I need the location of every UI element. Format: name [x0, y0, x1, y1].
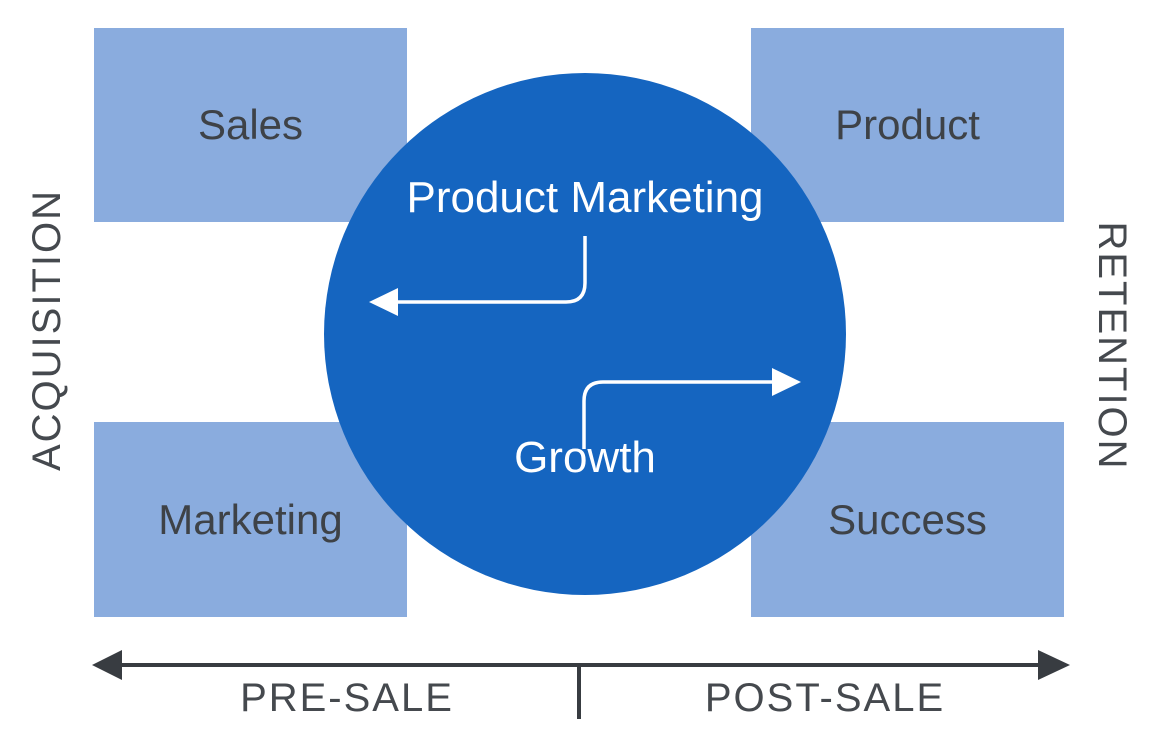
- axis-left-arrowhead-icon: [92, 650, 122, 680]
- retention-axis-label: RETENTION: [1090, 221, 1134, 471]
- acquisition-axis-label: ACQUISITION: [25, 188, 69, 472]
- axis-right-arrowhead-icon: [1038, 650, 1070, 680]
- quadrant-product: Product: [751, 28, 1064, 222]
- quadrant-marketing-label: Marketing: [158, 495, 343, 543]
- quadrant-sales: Sales: [94, 28, 407, 222]
- growth-circle: [324, 73, 846, 595]
- quadrant-product-label: Product: [835, 101, 980, 148]
- quadrant-sales-label: Sales: [197, 101, 304, 148]
- post-sale-axis-label: POST-SALE: [704, 676, 946, 720]
- quadrant-success-label: Success: [828, 495, 987, 543]
- circle-label-growth: Growth: [514, 433, 656, 482]
- circle-label-product-marketing: Product Marketing: [406, 173, 764, 222]
- pre-sale-axis-label: PRE-SALE: [240, 676, 454, 720]
- quadrant-marketing: Marketing: [94, 422, 407, 617]
